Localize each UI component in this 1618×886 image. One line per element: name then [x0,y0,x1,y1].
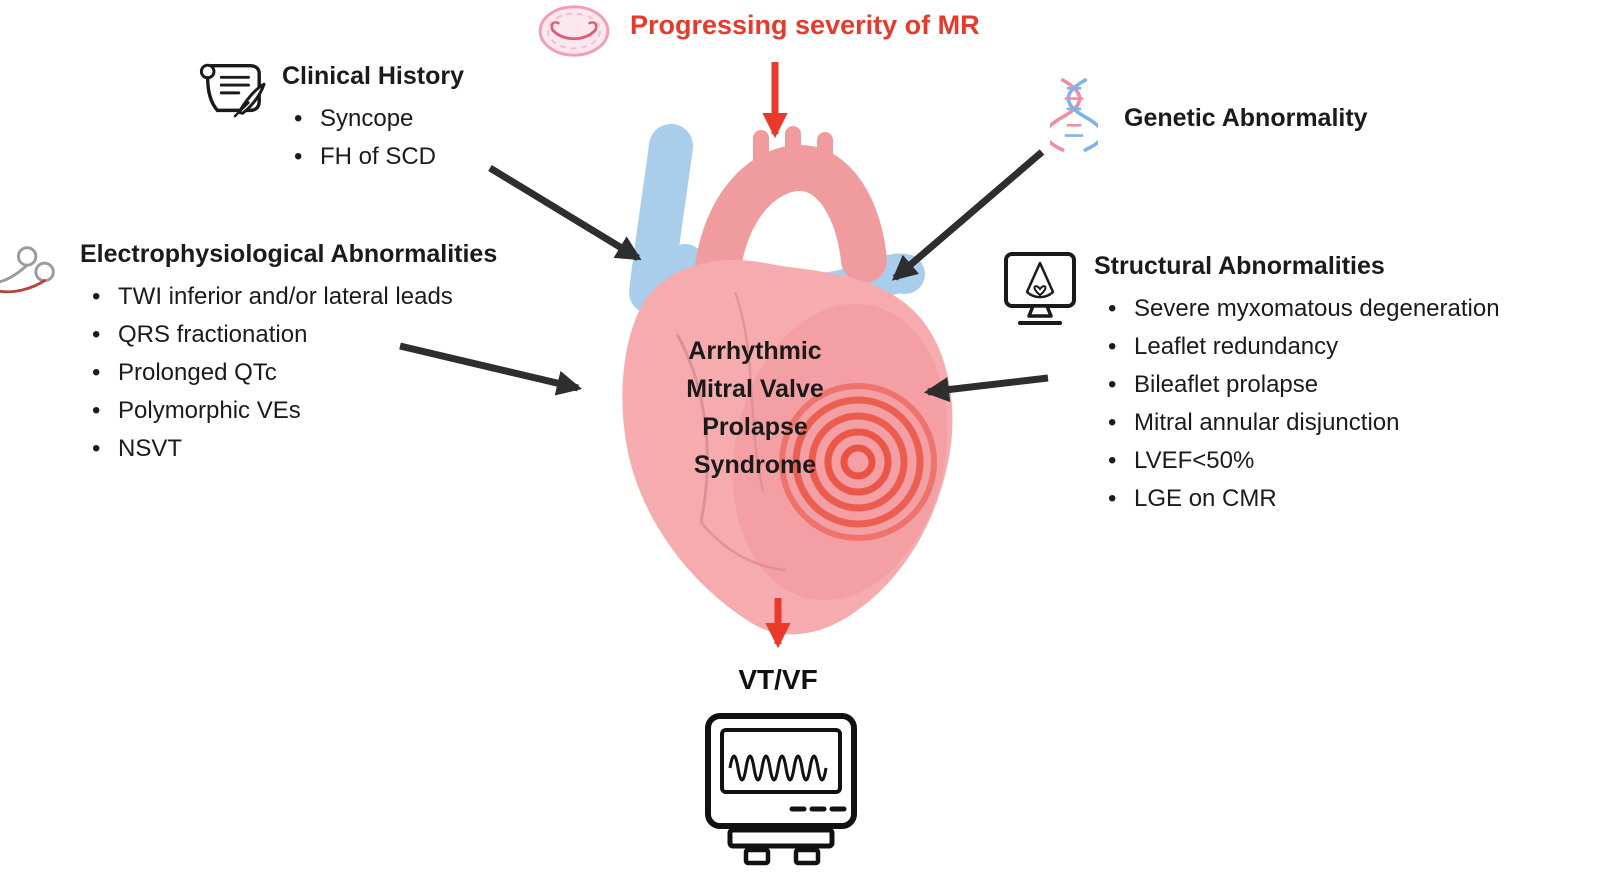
structural-list: Severe myxomatous degeneration Leaflet r… [1096,290,1500,518]
electro-item: QRS fractionation [80,316,453,354]
vtvf-label: VT/VF [738,664,818,695]
dna-icon [1050,78,1098,152]
electro-item: Polymorphic VEs [80,392,453,430]
structural-item: LVEF<50% [1096,442,1500,480]
clinical-history-item: Syncope [282,100,436,138]
clinical-history-heading: Clinical History [282,62,464,90]
scroll-quill-icon [199,63,266,118]
heart-label-line: Mitral Valve [686,375,824,403]
electrode-catheter-icon [0,246,55,294]
progressing-severity-label: Progressing severity of MR [630,10,980,40]
ultrasound-monitor-icon [1004,252,1076,325]
heart-label-line: Arrhythmic [688,337,822,365]
electro-heading: Electrophysiological Abnormalities [80,240,498,268]
mitral-valve-icon [538,5,610,57]
structural-item: Leaflet redundancy [1096,328,1500,366]
electro-item: Prolonged QTc [80,354,453,392]
heart-label-line: Prolapse [702,413,808,441]
electro-list: TWI inferior and/or lateral leads QRS fr… [80,278,453,468]
structural-item: Mitral annular disjunction [1096,404,1500,442]
structural-item: LGE on CMR [1096,480,1500,518]
electro-item: TWI inferior and/or lateral leads [80,278,453,316]
structural-heading: Structural Abnormalities [1094,252,1385,280]
genetic-heading: Genetic Abnormality [1124,104,1368,132]
structural-item: Bileaflet prolapse [1096,366,1500,404]
structural-item: Severe myxomatous degeneration [1096,290,1500,328]
arrhythmia-rings [779,383,937,541]
clinical-history-list: Syncope FH of SCD [282,100,436,176]
electro-item: NSVT [80,430,453,468]
heart-label: Arrhythmic Mitral Valve Prolapse Syndrom… [686,332,824,484]
heart-label-line: Syndrome [693,451,817,479]
clinical-history-item: FH of SCD [282,138,436,176]
ecg-monitor-icon [705,713,857,866]
